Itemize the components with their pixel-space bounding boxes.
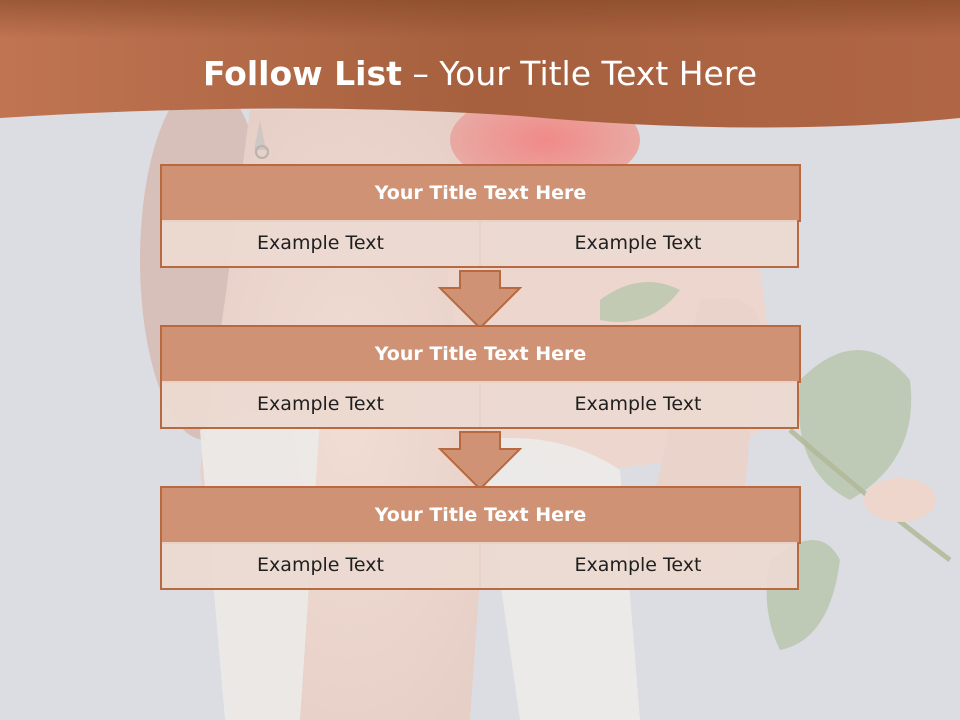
list-block-1: Your Title Text Here Example Text Exampl… <box>160 164 801 272</box>
block-right-cell: Example Text <box>479 220 799 268</box>
header-band <box>0 0 960 128</box>
list-block-3: Your Title Text Here Example Text Exampl… <box>160 486 801 594</box>
arrow-down-icon <box>438 270 522 330</box>
block-title: Your Title Text Here <box>160 164 801 222</box>
slide-title-bold: Follow List <box>202 54 402 93</box>
slide-title: Follow List – Your Title Text Here <box>0 54 960 93</box>
block-title: Your Title Text Here <box>160 486 801 544</box>
block-right-cell: Example Text <box>479 542 799 590</box>
arrow-down-icon <box>438 431 522 491</box>
block-left-cell: Example Text <box>160 542 481 590</box>
list-block-2: Your Title Text Here Example Text Exampl… <box>160 325 801 433</box>
block-right-cell: Example Text <box>479 381 799 429</box>
slide-title-rest: – Your Title Text Here <box>412 54 758 93</box>
block-left-cell: Example Text <box>160 220 481 268</box>
block-title: Your Title Text Here <box>160 325 801 383</box>
block-left-cell: Example Text <box>160 381 481 429</box>
